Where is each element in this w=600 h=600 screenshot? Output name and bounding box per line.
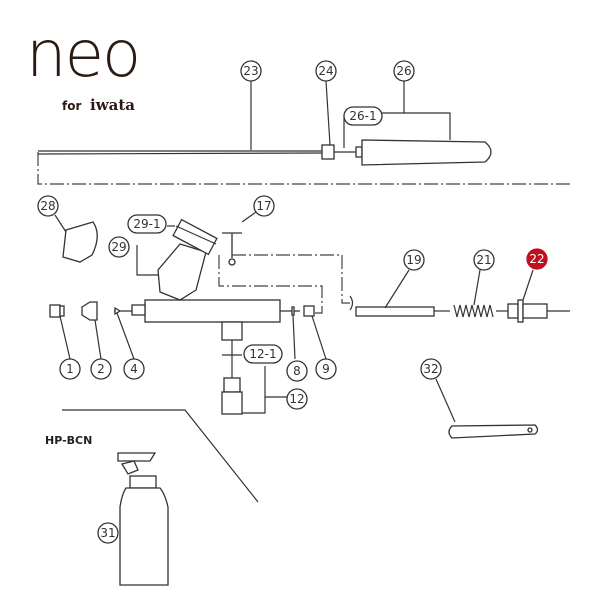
spring-guide-part bbox=[507, 303, 519, 319]
svg-text:9: 9 bbox=[322, 362, 330, 376]
svg-text:8: 8 bbox=[293, 364, 301, 378]
callout-31[interactable]: 31 bbox=[97, 522, 119, 544]
callout-26-1[interactable]: 26-1 bbox=[343, 106, 383, 126]
callout-12-1[interactable]: 12-1 bbox=[243, 344, 283, 364]
callout-4[interactable]: 4 bbox=[123, 358, 145, 380]
callout-8[interactable]: 8 bbox=[286, 360, 308, 382]
callout-17[interactable]: 17 bbox=[253, 195, 275, 217]
callout-29-1[interactable]: 29-1 bbox=[127, 214, 167, 234]
logo-sub-prefix: for bbox=[62, 99, 81, 113]
callout-2[interactable]: 2 bbox=[90, 358, 112, 380]
wrench-part bbox=[448, 424, 539, 439]
svg-text:12: 12 bbox=[289, 392, 304, 406]
logo-main-text: neo bbox=[26, 18, 139, 92]
callout-22-highlighted[interactable]: 22 bbox=[526, 248, 548, 270]
svg-text:29-1: 29-1 bbox=[133, 217, 160, 231]
body-part bbox=[144, 299, 281, 323]
svg-text:31: 31 bbox=[100, 526, 115, 540]
callout-12[interactable]: 12 bbox=[286, 388, 308, 410]
needle-chucking-nut-part bbox=[321, 144, 335, 160]
svg-text:4: 4 bbox=[130, 362, 138, 376]
callout-1[interactable]: 1 bbox=[59, 358, 81, 380]
spring-part bbox=[453, 304, 494, 318]
callout-19[interactable]: 19 bbox=[403, 249, 425, 271]
callout-29[interactable]: 29 bbox=[108, 236, 130, 258]
svg-text:19: 19 bbox=[406, 253, 421, 267]
svg-text:22: 22 bbox=[529, 252, 544, 266]
callout-24[interactable]: 24 bbox=[315, 60, 337, 82]
callout-9[interactable]: 9 bbox=[315, 358, 337, 380]
neo-logo: neo for iwata bbox=[26, 18, 141, 114]
needle-part bbox=[355, 306, 435, 317]
svg-text:21: 21 bbox=[476, 253, 491, 267]
callout-23[interactable]: 23 bbox=[240, 60, 262, 82]
handle-part bbox=[361, 139, 492, 166]
callout-21[interactable]: 21 bbox=[473, 249, 495, 271]
svg-text:12-1: 12-1 bbox=[249, 347, 276, 361]
svg-text:32: 32 bbox=[423, 362, 438, 376]
valve-part bbox=[221, 391, 243, 415]
body-assembly bbox=[49, 211, 570, 439]
callout-32[interactable]: 32 bbox=[420, 358, 442, 380]
svg-text:1: 1 bbox=[66, 362, 74, 376]
logo-sub-brand: iwata bbox=[90, 96, 135, 114]
svg-text:28: 28 bbox=[40, 199, 55, 213]
svg-text:26: 26 bbox=[396, 64, 411, 78]
bottle-section: HP-BCN bbox=[45, 409, 259, 586]
svg-text:23: 23 bbox=[243, 64, 258, 78]
svg-text:17: 17 bbox=[256, 199, 271, 213]
bottle-part bbox=[119, 487, 169, 586]
svg-text:24: 24 bbox=[318, 64, 333, 78]
callout-26[interactable]: 26 bbox=[393, 60, 415, 82]
set-label: HP-BCN bbox=[45, 434, 92, 447]
svg-text:2: 2 bbox=[97, 362, 105, 376]
top-assembly bbox=[37, 80, 570, 185]
svg-text:29: 29 bbox=[111, 240, 126, 254]
svg-text:26-1: 26-1 bbox=[349, 109, 376, 123]
callout-28[interactable]: 28 bbox=[37, 195, 59, 217]
